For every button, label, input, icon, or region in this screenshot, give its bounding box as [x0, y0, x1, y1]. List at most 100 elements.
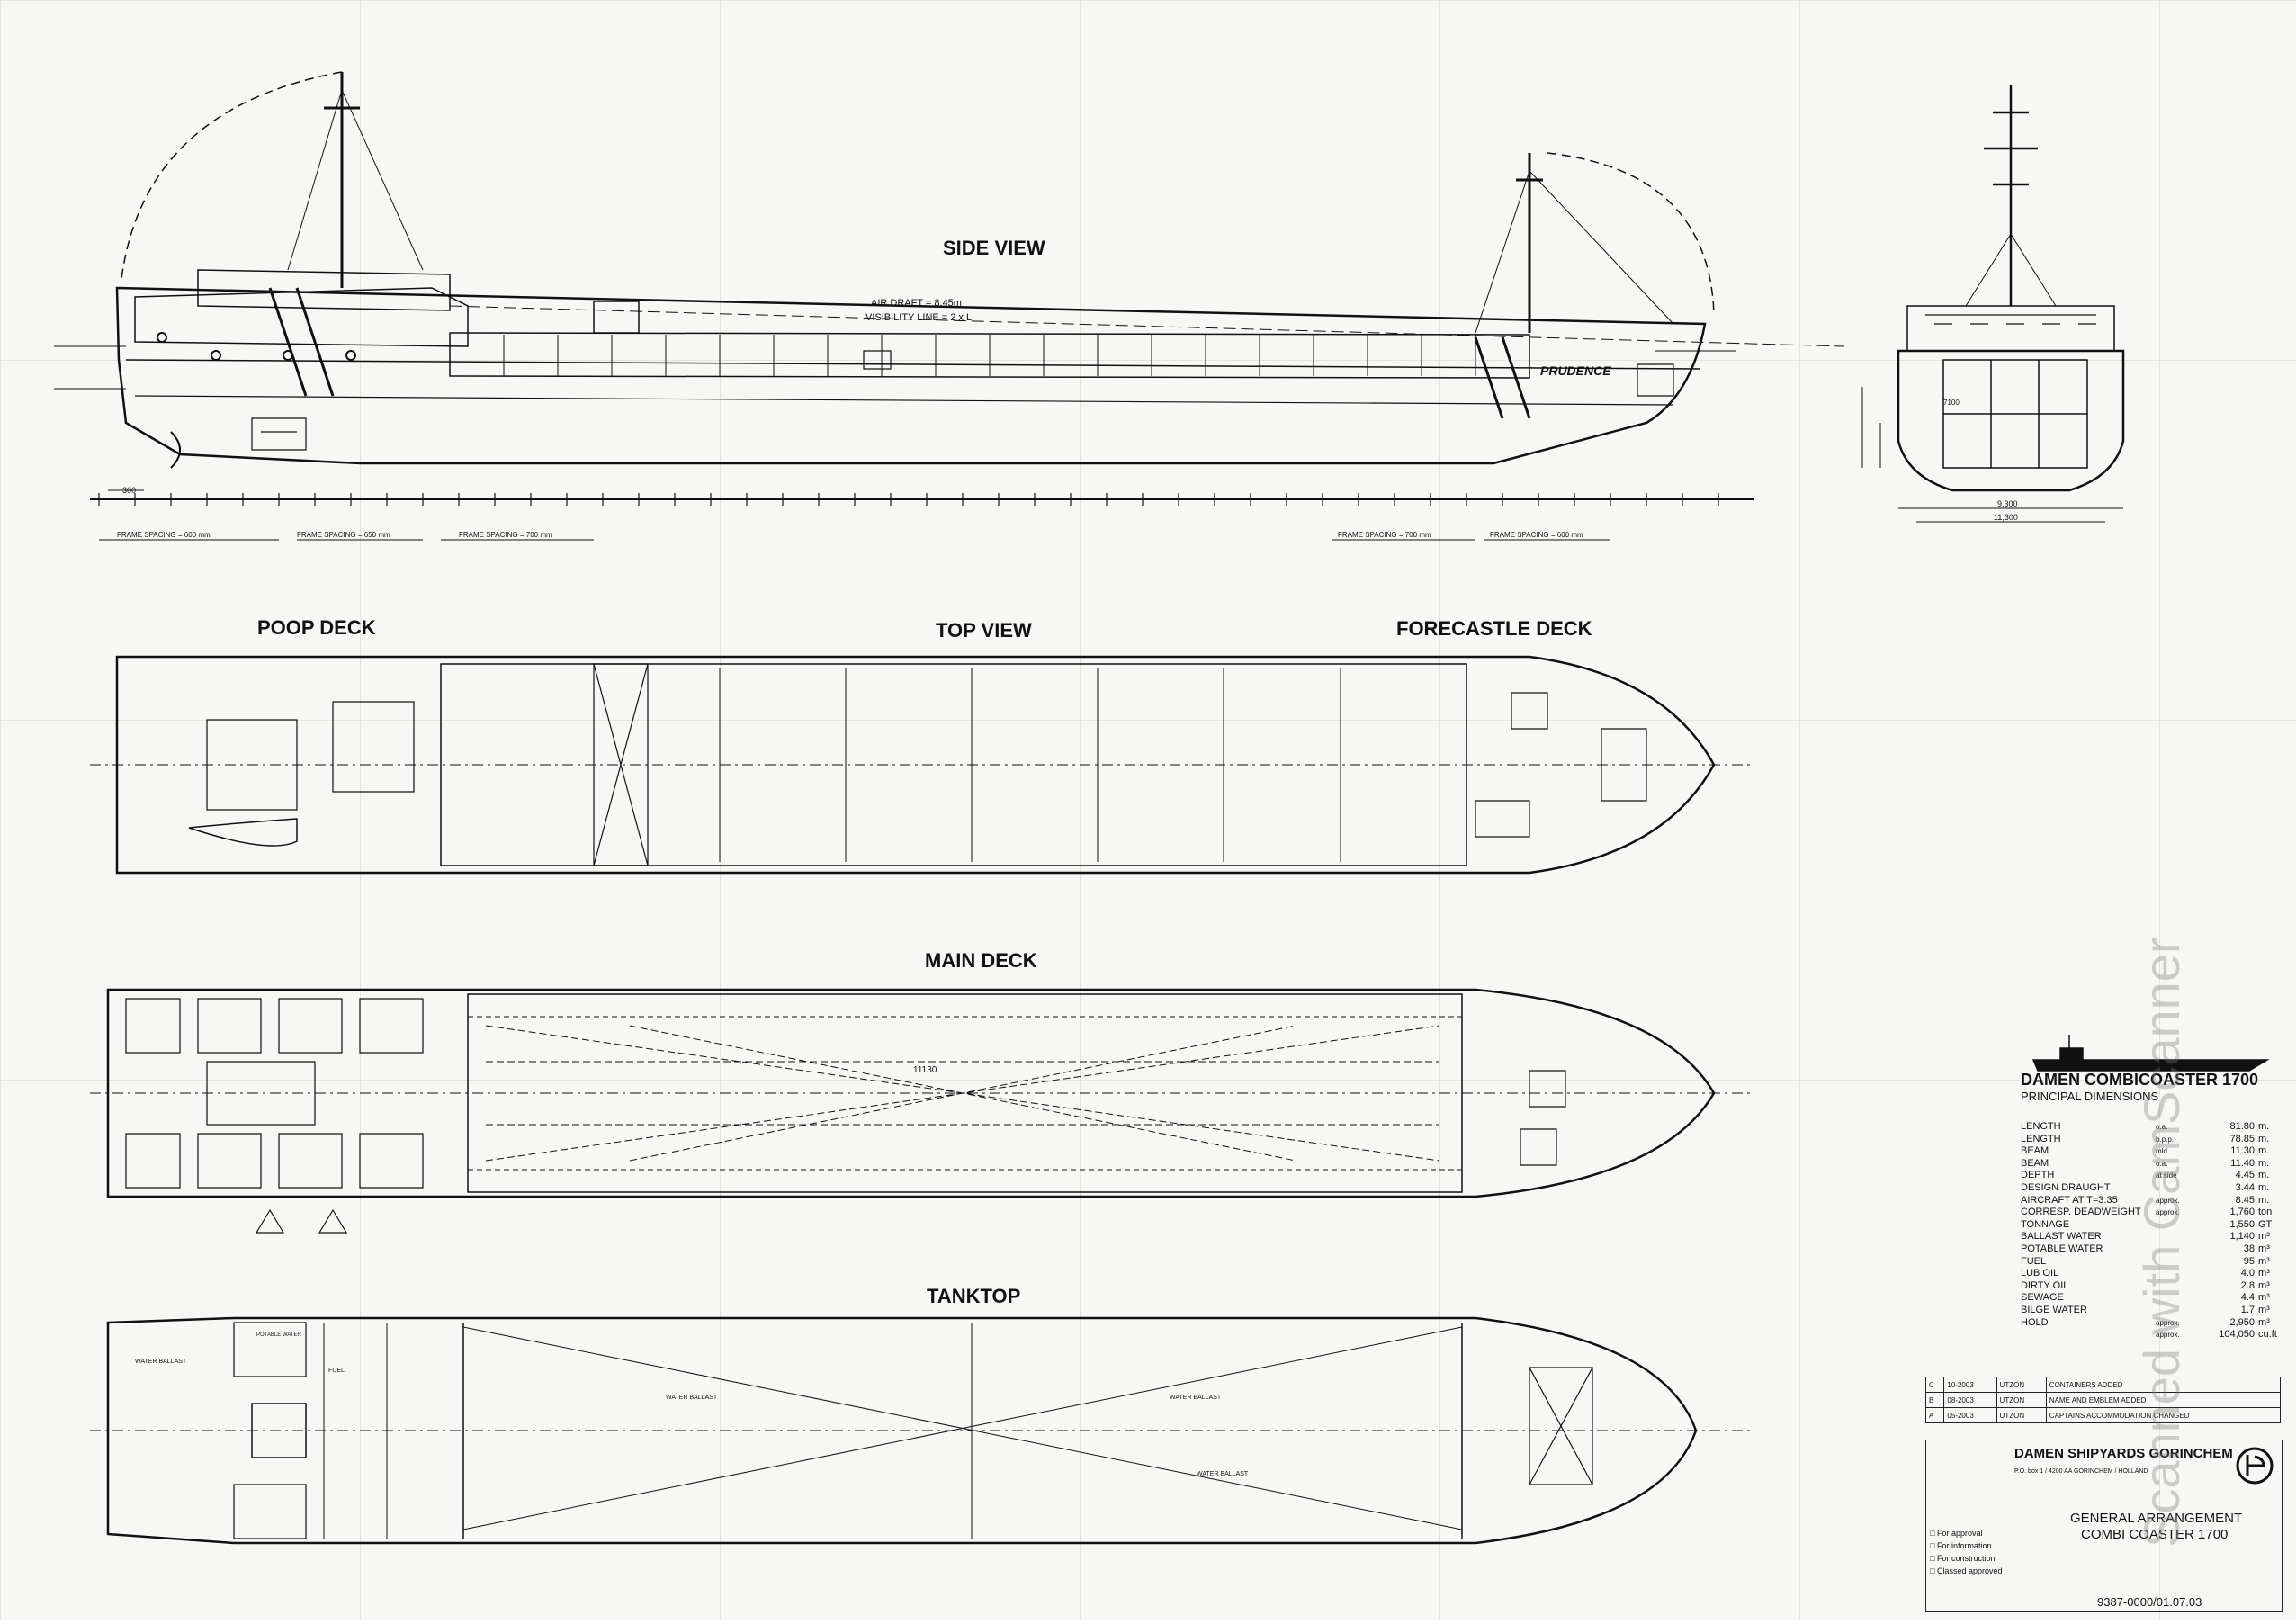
- dimension-unit: m.: [2258, 1121, 2270, 1132]
- tanktop-drawing: [90, 1316, 1754, 1545]
- dimension-qual: approx.: [2156, 1318, 2180, 1327]
- ship-name: PRUDENCE: [1540, 363, 1611, 378]
- tanktop-potable-water: POTABLE WATER: [256, 1332, 302, 1338]
- checkbox-icon: □: [1930, 1566, 1937, 1575]
- revision-rev: B: [1924, 1392, 1945, 1408]
- dimension-value: 4.4: [2240, 1292, 2255, 1304]
- dimension-qual: b.p.p.: [2156, 1135, 2175, 1144]
- dimension-unit: m³: [2258, 1304, 2270, 1315]
- dimension-unit: m³: [2258, 1243, 2270, 1254]
- ship-silhouette-icon: [2031, 1035, 2270, 1072]
- forecastle-deck-title: FORECASTLE DECK: [1396, 617, 1592, 640]
- approval-check-item: □ Classed approved: [1930, 1565, 2002, 1577]
- dimension-unit: m³: [2258, 1255, 2270, 1267]
- revision-date: 10-2003: [1943, 1377, 1997, 1393]
- dimension-name: BALLAST WATER: [2021, 1231, 2102, 1243]
- dimension-qual: approx.: [2156, 1331, 2180, 1340]
- dimension-value: 104,050: [2219, 1329, 2255, 1341]
- dimension-value: 4.45: [2235, 1170, 2255, 1181]
- dimension-name: LUB OIL: [2021, 1268, 2059, 1279]
- dimension-name: BEAM: [2021, 1145, 2049, 1157]
- title-block: DAMEN SHIPYARDS GORINCHEM P.O. box 1 / 4…: [1925, 1440, 2283, 1612]
- front-view-drawing: [1861, 85, 2125, 523]
- dimension-name: BEAM: [2021, 1157, 2049, 1169]
- tanktop-wb-1: WATER BALLAST: [666, 1395, 718, 1401]
- frame-spacing-label-4: FRAME SPACING = 700 mm: [1338, 531, 1431, 539]
- visibility-line-label: VISIBILITY LINE = 2 x L: [865, 312, 972, 323]
- approval-check-item: □ For construction: [1930, 1552, 2002, 1565]
- main-deck-title: MAIN DECK: [925, 949, 1037, 972]
- dimension-unit: cu.ft: [2258, 1329, 2277, 1341]
- air-draft-label: AIR DRAFT = 8,45m: [871, 298, 962, 309]
- top-view-drawing: [90, 655, 1754, 875]
- revision-by: UTZON: [1996, 1407, 2047, 1423]
- dimension-value: 2,950: [2229, 1316, 2255, 1328]
- dimension-value: 78.85: [2229, 1133, 2255, 1144]
- main-deck-drawing: [90, 988, 1754, 1234]
- tanktop-title: TANKTOP: [927, 1285, 1020, 1307]
- frame-spacing-label-3: FRAME SPACING = 700 mm: [459, 531, 552, 539]
- dimension-unit: m.: [2258, 1157, 2270, 1169]
- dimension-value: 8.45: [2235, 1194, 2255, 1206]
- company-address: P.O. box 1 / 4200 AA GORINCHEM / HOLLAND: [2014, 1468, 2148, 1475]
- frame-spacing-label-5: FRAME SPACING = 600 mm: [1490, 531, 1583, 539]
- drawing-title-line-1: GENERAL ARRANGEMENT: [2070, 1511, 2243, 1526]
- front-dim-7100: 7100: [1943, 399, 1960, 407]
- revision-by: UTZON: [1996, 1392, 2047, 1408]
- dimension-unit: m³: [2258, 1268, 2270, 1279]
- scanner-watermark: Scanned with CamScanner: [2133, 937, 2190, 1548]
- dimension-value: 81.80: [2229, 1121, 2255, 1132]
- dimension-unit: m³: [2258, 1231, 2270, 1243]
- dimension-unit: m.: [2258, 1170, 2270, 1181]
- dimension-name: LENGTH: [2021, 1121, 2061, 1132]
- checkbox-icon: □: [1930, 1554, 1937, 1563]
- dimension-qual: at side: [2156, 1171, 2177, 1180]
- drawing-number: 9387-0000/01.07.03: [2097, 1595, 2202, 1609]
- approval-check-label: For information: [1936, 1541, 1992, 1550]
- tanktop-wb-aft: WATER BALLAST: [135, 1359, 187, 1365]
- dimension-name: POTABLE WATER: [2021, 1243, 2103, 1254]
- dimension-value: 3.44: [2235, 1181, 2255, 1193]
- approval-check-label: For construction: [1936, 1554, 1996, 1563]
- tanktop-wb-3: WATER BALLAST: [1197, 1471, 1249, 1477]
- dimension-name: BILGE WATER: [2021, 1304, 2087, 1315]
- dimension-qual: approx.: [2156, 1208, 2180, 1217]
- dimension-value: 11.40: [2230, 1157, 2255, 1169]
- dimension-qual: o.a.: [2156, 1159, 2168, 1168]
- dimension-unit: m.: [2258, 1145, 2270, 1157]
- approval-check-label: For approval: [1936, 1529, 1983, 1538]
- front-dim-11300: 11,300: [1994, 513, 2018, 522]
- checkbox-icon: □: [1930, 1529, 1937, 1538]
- poop-deck-title: POOP DECK: [257, 616, 376, 639]
- dimension-value: 1,760: [2229, 1207, 2255, 1218]
- tanktop-wb-2: WATER BALLAST: [1170, 1395, 1222, 1401]
- dimension-unit: m.: [2258, 1181, 2270, 1193]
- dimension-value: 4.0: [2240, 1268, 2255, 1279]
- dimension-name: FUEL: [2021, 1255, 2047, 1267]
- side-view-title: SIDE VIEW: [943, 237, 1045, 259]
- dimension-name: DIRTY OIL: [2021, 1279, 2069, 1291]
- main-deck-dim-11130: 11130: [913, 1065, 937, 1075]
- approval-check-item: □ For information: [1930, 1539, 2002, 1552]
- dimension-name: CORRESP. DEADWEIGHT: [2021, 1207, 2141, 1218]
- dimension-unit: m³: [2258, 1292, 2270, 1304]
